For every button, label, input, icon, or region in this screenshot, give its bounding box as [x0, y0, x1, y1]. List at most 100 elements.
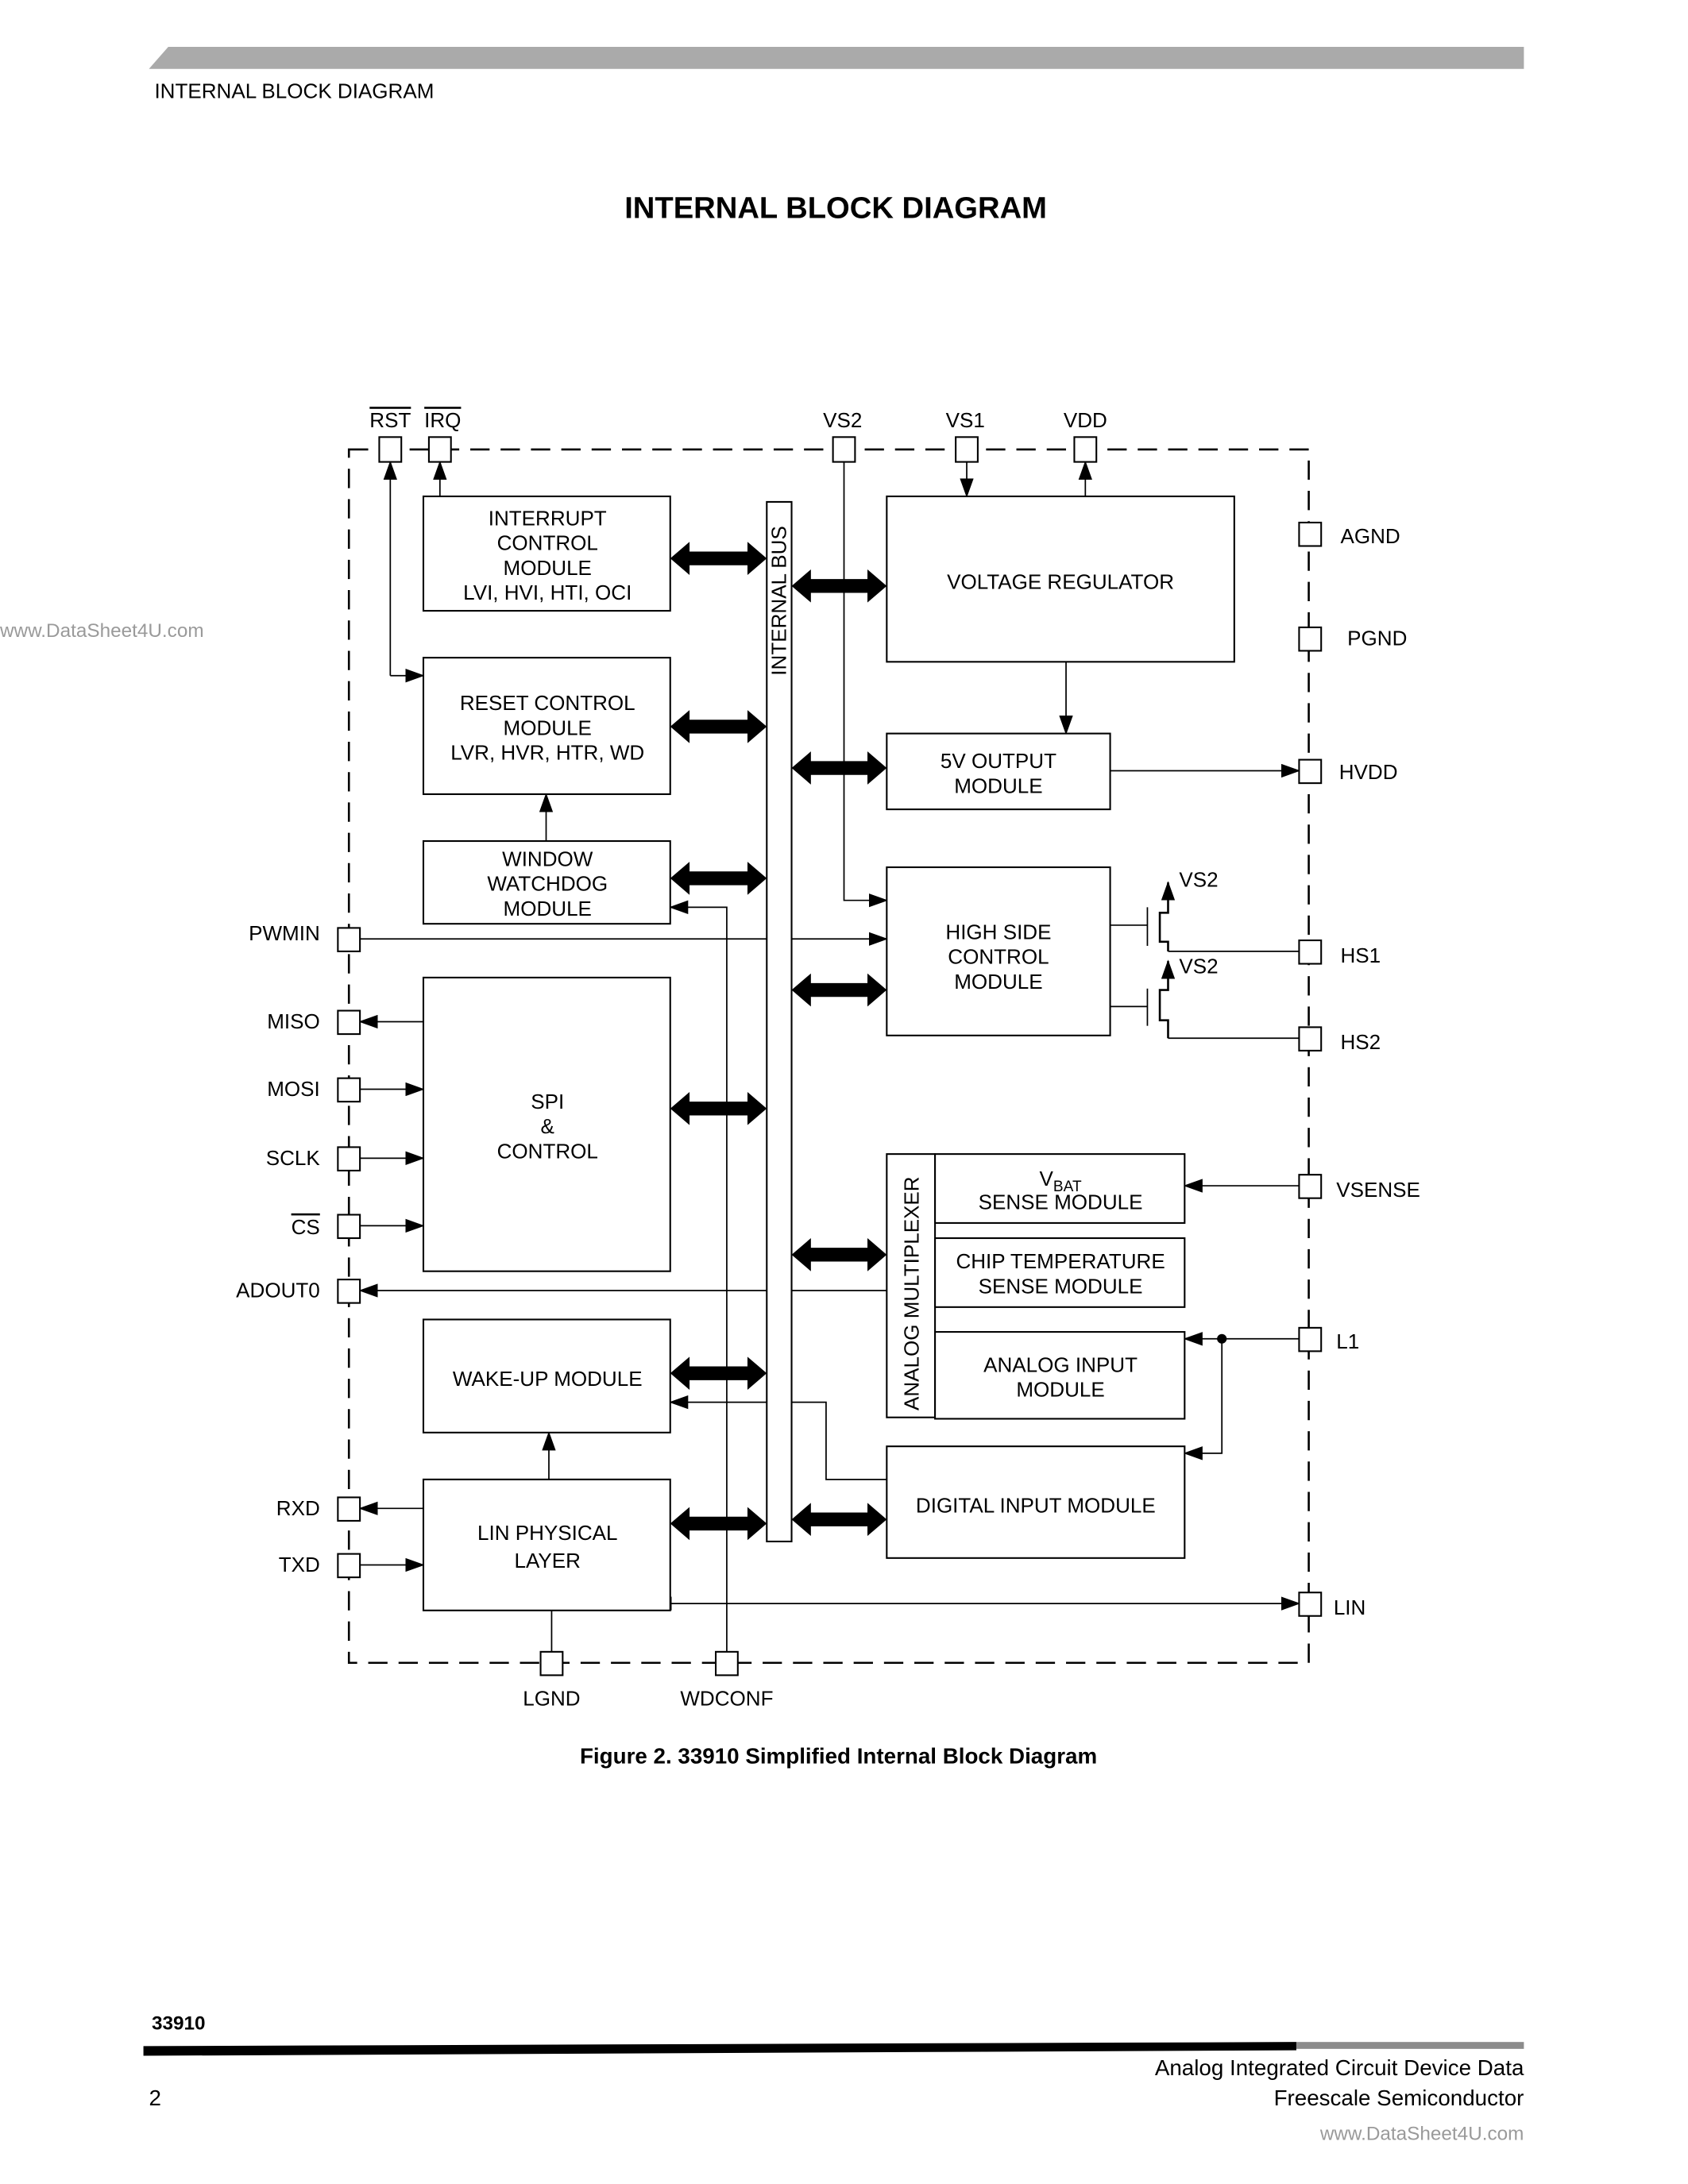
reset-control-module: RESET CONTROL MODULE LVR, HVR, HTR, WD	[422, 657, 671, 796]
footer-page-number: 2	[149, 2086, 160, 2110]
block-label: &	[541, 1114, 554, 1138]
bus-double-arrow	[670, 1507, 767, 1541]
pin-label-hs1: HS1	[1340, 943, 1381, 967]
transistor-supply-label: VS2	[1179, 955, 1218, 978]
pin-agnd	[1298, 521, 1323, 547]
block-label: SPI	[531, 1090, 564, 1113]
block-label: LAYER	[515, 1549, 581, 1572]
digital-to-wakeup-line	[669, 1395, 887, 1480]
block-label: LIN PHYSICAL	[477, 1521, 618, 1545]
block-label: MODULE	[504, 556, 592, 580]
pin-wdconf	[715, 1650, 739, 1677]
block-label: MODULE	[954, 970, 1042, 994]
pin-hs1	[1298, 939, 1323, 965]
pin-label-vsense: VSENSE	[1336, 1178, 1420, 1202]
header-section-title: INTERNAL BLOCK DIAGRAM	[154, 79, 434, 102]
bus-double-arrow	[791, 751, 887, 785]
bus-double-arrow	[670, 1092, 767, 1125]
pin-lgnd	[539, 1650, 564, 1677]
vs2-to-highside-line	[843, 461, 889, 908]
pin-miso	[337, 1009, 361, 1036]
analog-input-module: ANALOG INPUT MODULE	[934, 1331, 1186, 1420]
internal-bus-label: INTERNAL BUS	[767, 526, 791, 676]
block-label: MODULE	[954, 774, 1042, 797]
bus-double-arrow	[670, 710, 767, 743]
footer-rule-tail	[1296, 2042, 1524, 2049]
bus-double-arrow	[791, 1238, 887, 1271]
block-label: SENSE MODULE	[979, 1274, 1143, 1298]
block-label: LVR, HVR, HTR, WD	[450, 741, 644, 765]
pin-label-lin: LIN	[1334, 1596, 1366, 1619]
pin-rxd	[337, 1496, 361, 1522]
5v-output-module: 5V OUTPUT MODULE	[886, 732, 1111, 811]
spi-control-module: SPI & CONTROL	[422, 976, 671, 1272]
block-label: WATCHDOG	[487, 872, 608, 896]
wake-up-module: WAKE-UP MODULE	[422, 1318, 671, 1433]
pin-label-rxd: RXD	[276, 1496, 320, 1520]
chip-boundary	[347, 448, 1310, 1665]
block-label: HIGH SIDE	[945, 920, 1051, 943]
analog-multiplexer: ANALOG MULTIPLEXER	[886, 1153, 937, 1418]
footer-rule	[143, 2042, 1296, 2056]
bus-double-arrow	[791, 973, 887, 1007]
watermark-footer: www.DataSheet4U.com	[1319, 2123, 1524, 2144]
pin-label-vdd: VDD	[1064, 408, 1107, 432]
pin-label-miso: MISO	[267, 1009, 320, 1033]
pin-vs2	[832, 436, 856, 463]
pin-label-vs1: VS1	[946, 408, 985, 432]
analog-mux-label: ANALOG MULTIPLEXER	[899, 1176, 923, 1410]
block-label: RESET CONTROL	[460, 691, 635, 715]
page-title: INTERNAL BLOCK DIAGRAM	[624, 191, 1047, 225]
pin-pgnd	[1298, 626, 1323, 652]
block-label: MODULE	[504, 897, 592, 920]
vbat-sense-module: VBAT SENSE MODULE	[934, 1153, 1186, 1224]
pin-label-l1: L1	[1336, 1329, 1359, 1353]
pin-label-sclk: SCLK	[266, 1146, 321, 1170]
bus-double-arrow	[670, 1356, 767, 1390]
figure-caption: Figure 2. 33910 Simplified Internal Bloc…	[580, 1743, 1097, 1768]
block-label: VBAT	[1040, 1167, 1082, 1195]
pin-label-hs2: HS2	[1340, 1030, 1381, 1054]
pin-label-wdconf: WDCONF	[680, 1687, 773, 1711]
pin-label-vs2: VS2	[823, 408, 862, 432]
pin-txd	[337, 1553, 361, 1579]
block-label: 5V OUTPUT	[941, 749, 1056, 773]
pin-hvdd	[1298, 758, 1323, 785]
header-bar	[149, 47, 1524, 69]
pin-vdd	[1073, 436, 1098, 463]
wdconf-line	[669, 900, 728, 1652]
window-watchdog-module: WINDOW WATCHDOG MODULE	[422, 839, 671, 925]
block-label: MODULE	[1016, 1378, 1104, 1402]
pin-l1	[1298, 1326, 1323, 1352]
pin-mosi	[337, 1077, 361, 1103]
block-label: SENSE MODULE	[979, 1190, 1143, 1214]
block-label: WINDOW	[502, 847, 593, 870]
footer-doc-type: Analog Integrated Circuit Device Data	[1155, 2055, 1524, 2080]
pin-label-adout0: ADOUT0	[236, 1279, 320, 1302]
footer-part-number: 33910	[152, 2013, 206, 2035]
block-label: LVI, HVI, HTI, OCI	[463, 581, 632, 604]
pin-vsense	[1298, 1174, 1323, 1199]
pin-lin	[1298, 1592, 1323, 1617]
block-label: ANALOG INPUT	[983, 1352, 1138, 1376]
block-label: CONTROL	[948, 945, 1049, 969]
bus-double-arrow	[791, 1503, 887, 1537]
pin-label-pwmin: PWMIN	[249, 921, 320, 945]
pin-cs	[337, 1214, 361, 1240]
bus-double-arrow	[670, 862, 767, 895]
pin-label-lgnd: LGND	[523, 1687, 580, 1711]
junction-dot	[1217, 1333, 1227, 1344]
pin-labels: RST IRQ VS2 VS1 VDD AGND PGND HVDD HS1 H…	[236, 408, 1420, 1710]
voltage-regulator: VOLTAGE REGULATOR	[886, 495, 1235, 663]
pin-label-hvdd: HVDD	[1339, 760, 1398, 784]
lin-physical-layer: LIN PHYSICAL LAYER	[422, 1478, 671, 1611]
bus-arrows	[670, 542, 887, 1541]
hs2-transistor	[1158, 959, 1176, 1039]
chip-temperature-sense-module: CHIP TEMPERATURE SENSE MODULE	[934, 1237, 1186, 1308]
pin-irq	[427, 436, 452, 463]
transistor-supply-label: VS2	[1179, 867, 1218, 891]
block-label: CONTROL	[497, 531, 598, 555]
internal-bus: INTERNAL BUS	[766, 500, 793, 1543]
high-side-control-module: HIGH SIDE CONTROL MODULE	[886, 866, 1111, 1036]
